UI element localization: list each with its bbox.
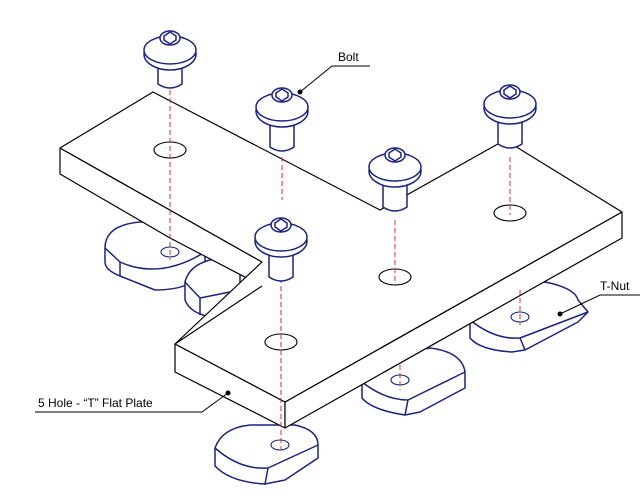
bolt-4 xyxy=(483,84,537,149)
plate-leader xyxy=(35,392,229,413)
bolt-callout-label: Bolt xyxy=(338,50,359,64)
bolt-5 xyxy=(254,217,308,282)
bolt-2 xyxy=(255,87,309,152)
leaders xyxy=(35,65,640,413)
flat-plate xyxy=(59,91,623,429)
centerlines xyxy=(169,90,521,450)
bolt-3 xyxy=(368,147,422,212)
hole-hidden-4 xyxy=(270,439,290,451)
plate-callout-label: 5 Hole - “T” Flat Plate xyxy=(38,396,153,410)
t-nut-5 xyxy=(214,424,319,485)
bolts xyxy=(143,30,537,282)
bolt-leader xyxy=(299,65,370,93)
tnut-callout-label: T-Nut xyxy=(600,279,630,293)
bolt-1 xyxy=(143,30,197,89)
plate-top xyxy=(59,91,623,403)
tnut-leader xyxy=(559,294,640,315)
